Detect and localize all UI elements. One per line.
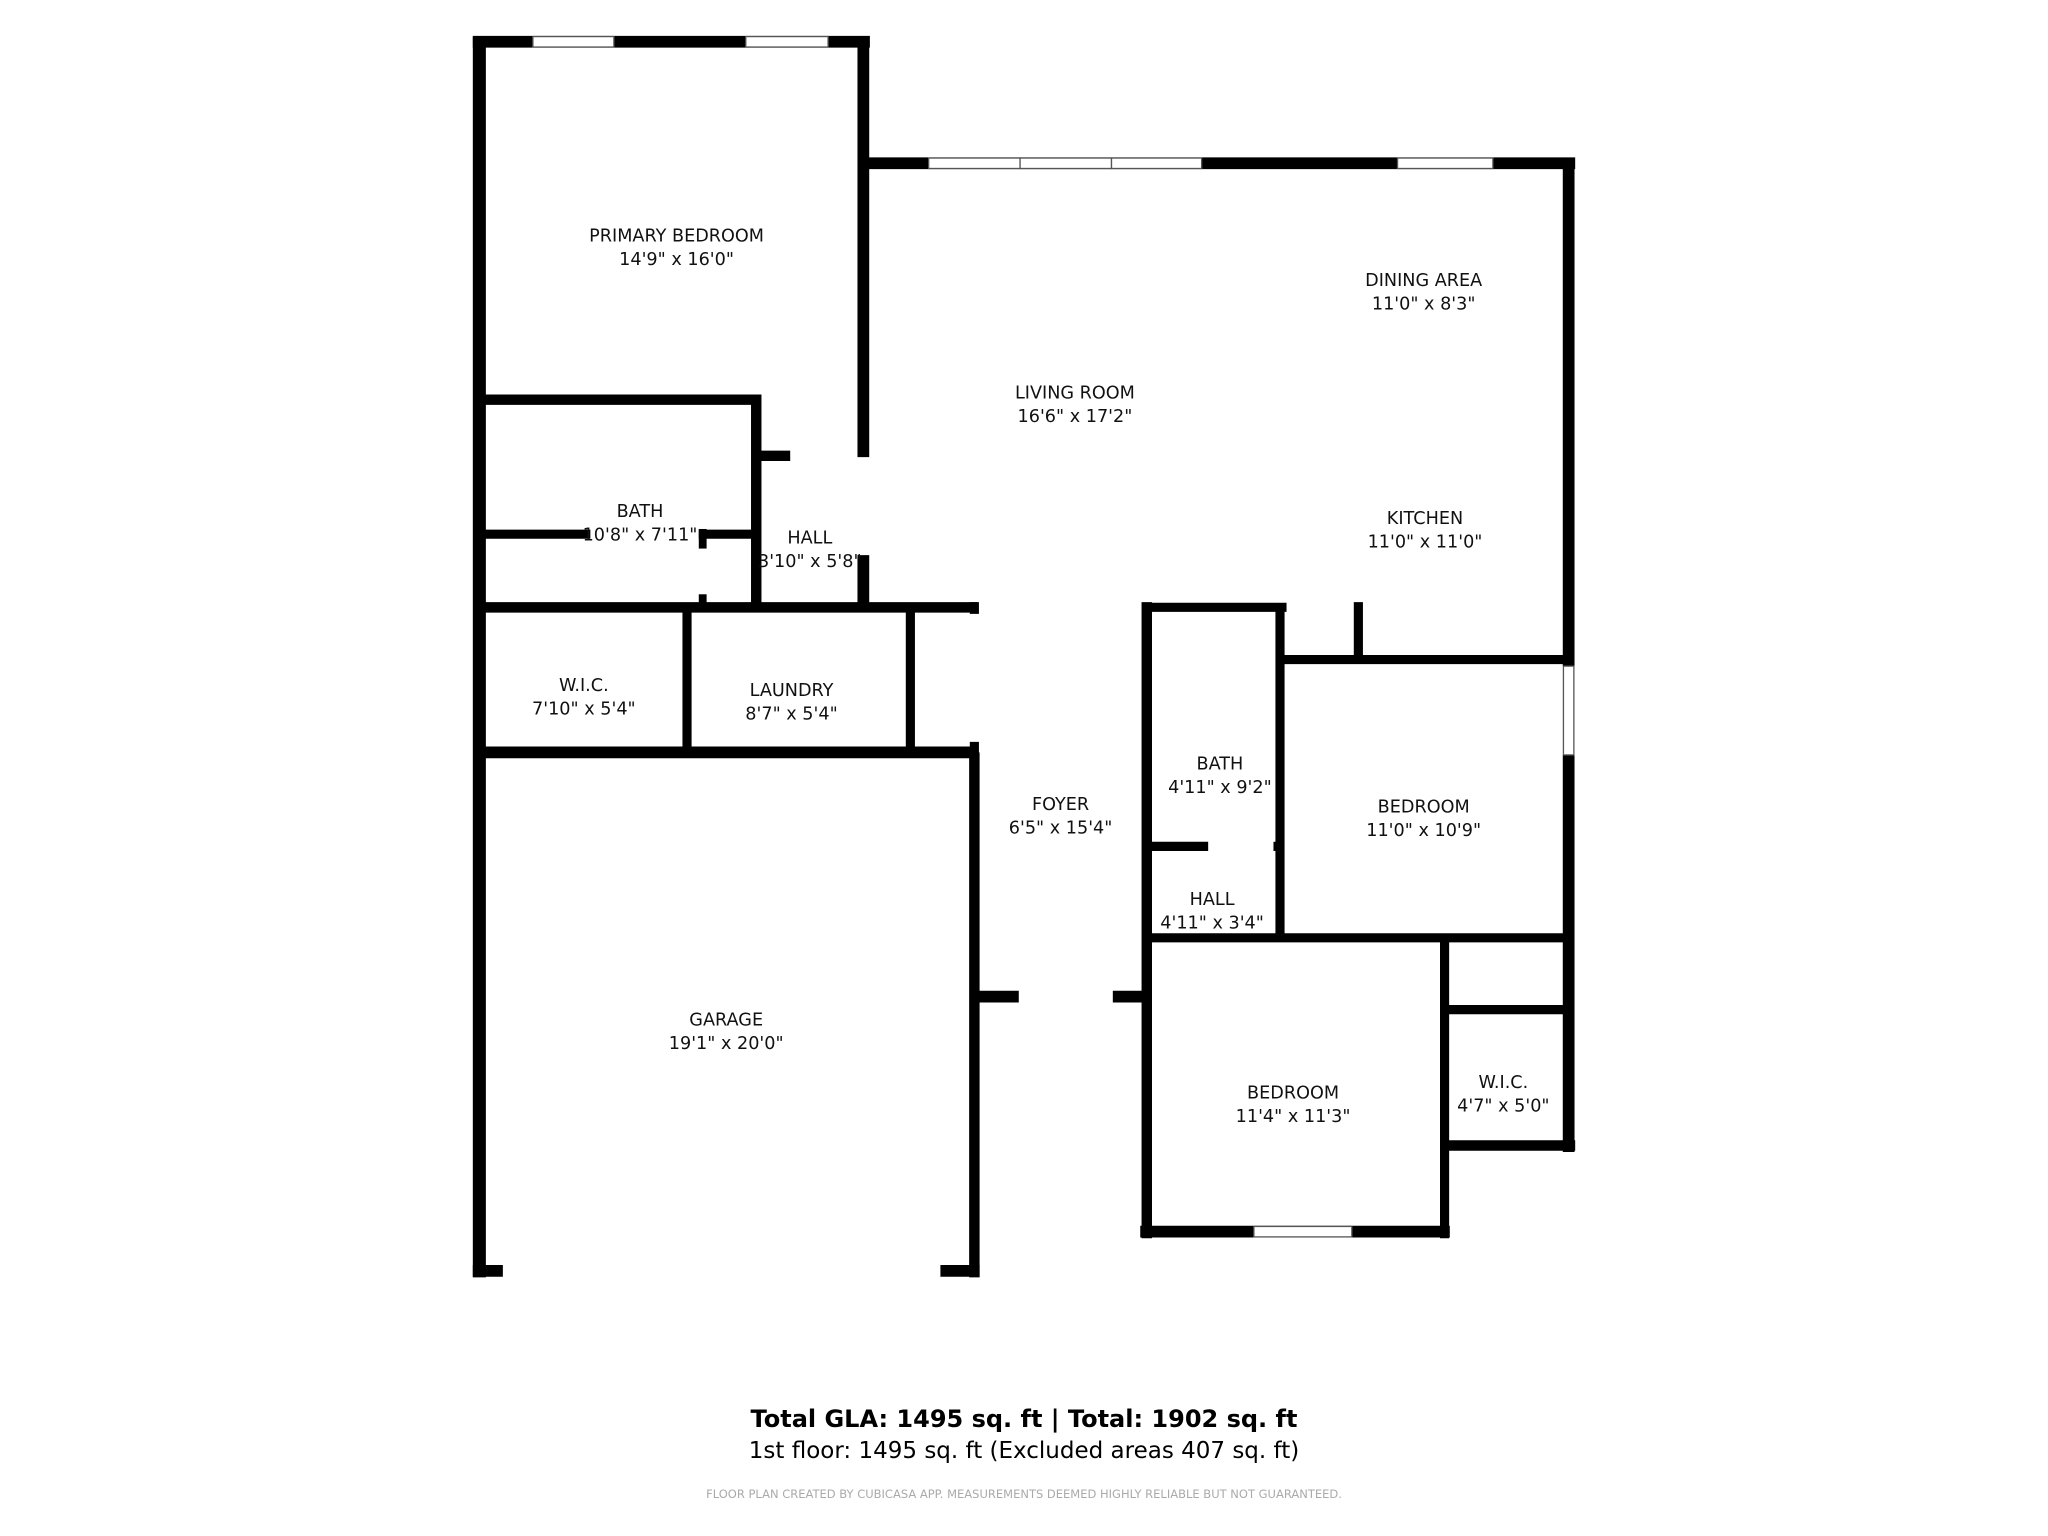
walls [472,35,1576,1278]
room-name: FOYER [1032,795,1089,815]
room-name: BATH [617,502,664,522]
room-name: BEDROOM [1378,797,1470,817]
room-dimensions: 11'0" x 8'3" [1372,295,1476,315]
window [532,35,615,48]
room-dimensions: 10'8" x 7'11" [583,526,698,546]
total-area: Total GLA: 1495 sq. ft | Total: 1902 sq.… [750,1405,1298,1433]
room-dimensions: 11'0" x 10'9" [1366,821,1481,841]
room-name: W.I.C. [559,676,609,696]
room-name: DINING AREA [1365,271,1482,291]
room-name: W.I.C. [1478,1073,1528,1093]
room-name: LIVING ROOM [1015,383,1135,403]
floor-area: 1st floor: 1495 sq. ft (Excluded areas 4… [748,1438,1300,1464]
room-dimensions: 4'7" x 5'0" [1457,1097,1549,1117]
room-dimensions: 8'7" x 5'4" [745,705,837,725]
room-name: HALL [1190,890,1235,910]
room-name: PRIMARY BEDROOM [589,227,764,247]
room-name: BATH [1197,754,1244,774]
room-dimensions: 4'11" x 9'2" [1168,778,1272,798]
windows [532,35,1575,1238]
room-dimensions: 11'0" x 11'0" [1368,532,1483,552]
room-dimensions: 11'4" x 11'3" [1236,1107,1351,1127]
room-dimensions: 19'1" x 20'0" [669,1034,784,1054]
room-dimensions: 6'5" x 15'4" [1009,818,1113,838]
room-dimensions: 3'10" x 5'8" [758,552,862,572]
room-name: LAUNDRY [750,681,834,701]
room-name: HALL [787,528,832,548]
disclaimer: FLOOR PLAN CREATED BY CUBICASA APP. MEAS… [706,1487,1342,1501]
window [1562,665,1575,756]
window [927,157,1021,170]
window [1396,157,1494,170]
room-name: BEDROOM [1247,1083,1339,1103]
room-name: GARAGE [689,1010,763,1030]
room-dimensions: 7'10" x 5'4" [532,699,636,719]
window [1110,157,1203,170]
room-labels: PRIMARY BEDROOM 14'9" x 16'0" LIVING ROOM 1… [532,227,1550,1127]
room-dimensions: 14'9" x 16'0" [619,250,734,270]
window [1253,1225,1353,1238]
room-dimensions: 4'11" x 3'4" [1160,914,1264,934]
window [745,35,829,48]
room-dimensions: 16'6" x 17'2" [1018,407,1133,427]
room-name: KITCHEN [1387,509,1463,529]
window [1019,157,1113,170]
